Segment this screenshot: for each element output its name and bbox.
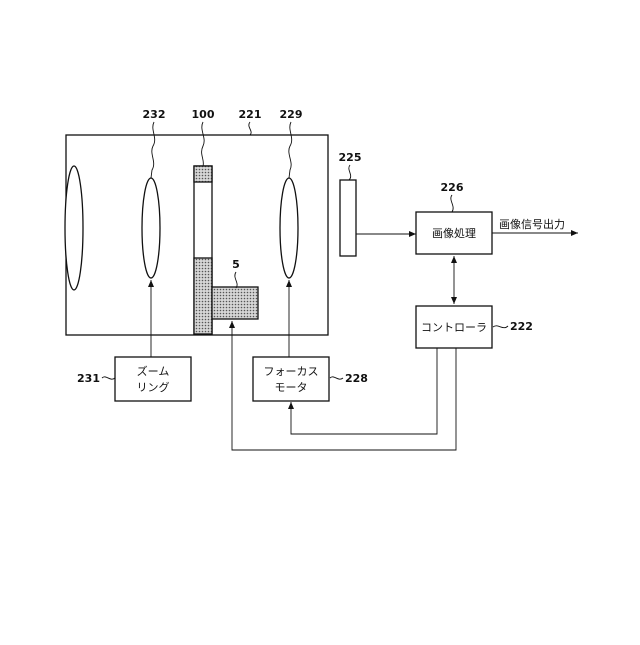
ref-231: 231 xyxy=(77,372,100,385)
filter-bottom-segment xyxy=(194,258,212,334)
image-sensor xyxy=(340,180,356,256)
leader-225 xyxy=(349,165,351,180)
ref-226: 226 xyxy=(441,181,464,194)
ref-222: 222 xyxy=(510,320,533,333)
controller-label: コントローラ xyxy=(421,321,487,334)
focus-motor-label-2: モータ xyxy=(275,381,308,394)
ref-232: 232 xyxy=(143,108,166,121)
front-lens xyxy=(65,166,83,290)
ref-221: 221 xyxy=(239,108,262,121)
zoom-ring-box xyxy=(115,357,191,401)
focus-motor-label-1: フォーカス xyxy=(264,365,319,378)
leader-226 xyxy=(451,195,453,212)
zoom-ring-label-2: リング xyxy=(137,380,170,394)
leader-231 xyxy=(102,377,115,379)
ref-229: 229 xyxy=(280,108,303,121)
filter-top-segment xyxy=(194,166,212,182)
leader-221 xyxy=(249,122,251,135)
ref-5: 5 xyxy=(232,258,240,271)
ref-228: 228 xyxy=(345,372,368,385)
zoom-lens xyxy=(142,178,160,278)
zoom-ring-label-1: ズーム xyxy=(137,364,170,378)
leader-228 xyxy=(330,377,343,379)
actuator-block xyxy=(212,287,258,319)
ref-100: 100 xyxy=(192,108,215,121)
output-label: 画像信号出力 xyxy=(499,217,565,231)
focus-lens xyxy=(280,178,298,278)
focus-motor-box xyxy=(253,357,329,401)
ref-225: 225 xyxy=(339,151,362,164)
leader-222 xyxy=(493,326,508,328)
image-processor-label: 画像処理 xyxy=(432,227,476,240)
